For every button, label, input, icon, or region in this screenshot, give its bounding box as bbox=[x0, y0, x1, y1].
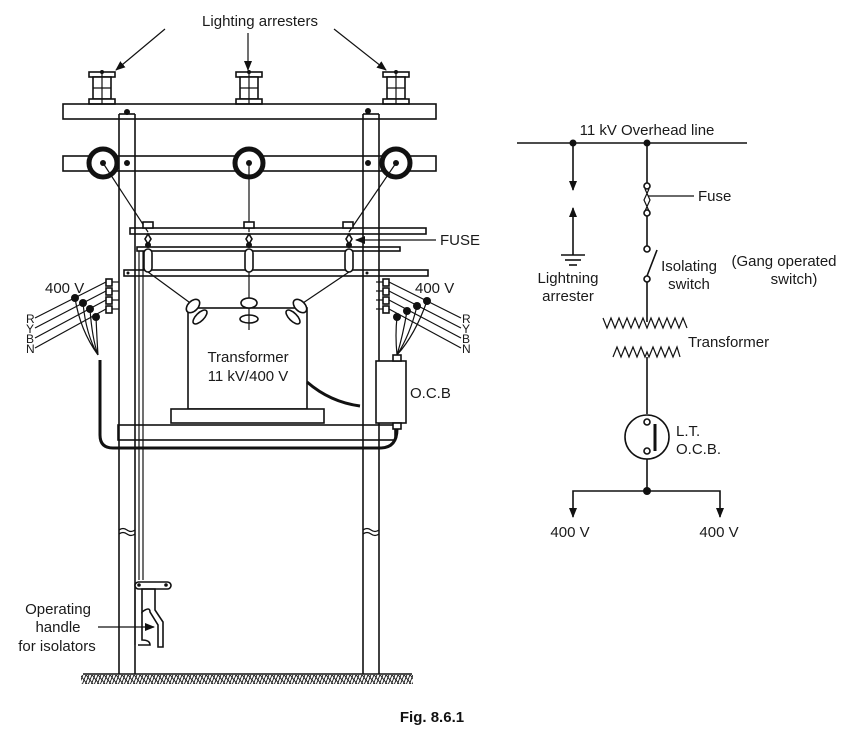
top-cross-arm bbox=[62, 103, 437, 120]
handle-label-line1: Operating bbox=[25, 601, 91, 618]
lightning-arrester-center bbox=[235, 70, 263, 105]
bushing-left bbox=[185, 298, 208, 325]
ocb-label: O.C.B bbox=[410, 385, 451, 402]
handle-label-line3: for isolators bbox=[18, 638, 96, 655]
output-left-voltage: 400 V bbox=[550, 524, 589, 541]
single-line-diagram: 11 kV Overhead line Lightning arrester F… bbox=[517, 122, 837, 541]
ground-hatch bbox=[81, 673, 413, 684]
transformer-label-line1: Transformer bbox=[207, 349, 288, 366]
isolating-label-line2: switch bbox=[668, 276, 710, 293]
lt-lines-left: 400 V R Y B N bbox=[26, 278, 119, 356]
ltocb-label-line1: L.T. bbox=[676, 423, 700, 440]
arrester-arrow-right bbox=[333, 28, 387, 71]
phase-label-left-n: N bbox=[26, 342, 35, 356]
lt-ocb-symbol bbox=[624, 414, 670, 491]
phase-label-right-y: Y bbox=[462, 322, 470, 336]
isolating-label-line1: Isolating bbox=[661, 258, 717, 275]
secondary-cable bbox=[306, 380, 361, 408]
handle-label-line2: handle bbox=[35, 619, 80, 636]
output-right-voltage: 400 V bbox=[699, 524, 738, 541]
la-label-line1: Lightning bbox=[538, 270, 599, 287]
fuse-units bbox=[143, 232, 354, 273]
la-label-line2: arrester bbox=[542, 288, 594, 305]
transformer-symbol bbox=[602, 316, 688, 414]
pole-left bbox=[118, 109, 136, 674]
transformer-platform bbox=[117, 424, 396, 441]
fuse-label: FUSE bbox=[440, 232, 480, 249]
lt-cable bbox=[98, 360, 399, 450]
lt-left-voltage: 400 V bbox=[45, 280, 84, 297]
pictorial-diagram: Lighting arresters bbox=[18, 13, 480, 684]
gang-label-line2: switch) bbox=[771, 271, 818, 288]
lightning-arrester-symbol bbox=[561, 143, 585, 266]
overhead-line-label: 11 kV Overhead line bbox=[580, 122, 715, 139]
operating-handle bbox=[134, 581, 172, 648]
fuse-isolator-frame bbox=[123, 221, 429, 580]
ltocb-label-line2: O.C.B. bbox=[676, 441, 721, 458]
gang-label-line1: (Gang operated bbox=[731, 253, 836, 270]
phase-label-left-b: B bbox=[26, 332, 34, 346]
arrester-label: Lighting arresters bbox=[202, 13, 318, 30]
transformer-schematic-label: Transformer bbox=[688, 334, 769, 351]
ocb: O.C.B bbox=[375, 354, 451, 430]
lightning-arrester-left bbox=[88, 70, 116, 105]
bushing-center bbox=[239, 297, 259, 330]
isolating-switch-symbol bbox=[643, 245, 658, 322]
fuse-symbol bbox=[643, 143, 651, 246]
arrester-arrow-left bbox=[115, 28, 166, 71]
phase-label-right-n: N bbox=[462, 342, 471, 356]
phase-label-left-r: R bbox=[26, 312, 35, 326]
phase-label-left-y: Y bbox=[26, 322, 34, 336]
figure-caption: Fig. 8.6.1 bbox=[400, 709, 464, 726]
lt-right-voltage: 400 V bbox=[415, 280, 454, 297]
phase-label-right-b: B bbox=[462, 332, 470, 346]
output-branches bbox=[569, 487, 724, 518]
lt-lines-right: 400 V R Y B N bbox=[376, 278, 471, 356]
bushing-right bbox=[285, 298, 308, 325]
transformer-label-line2: 11 kV/400 V bbox=[208, 368, 289, 385]
lightning-arrester-right bbox=[382, 70, 410, 105]
transformer: Transformer 11 kV/400 V bbox=[170, 297, 325, 424]
phase-label-right-r: R bbox=[462, 312, 471, 326]
fuse-schematic-label: Fuse bbox=[698, 188, 731, 205]
